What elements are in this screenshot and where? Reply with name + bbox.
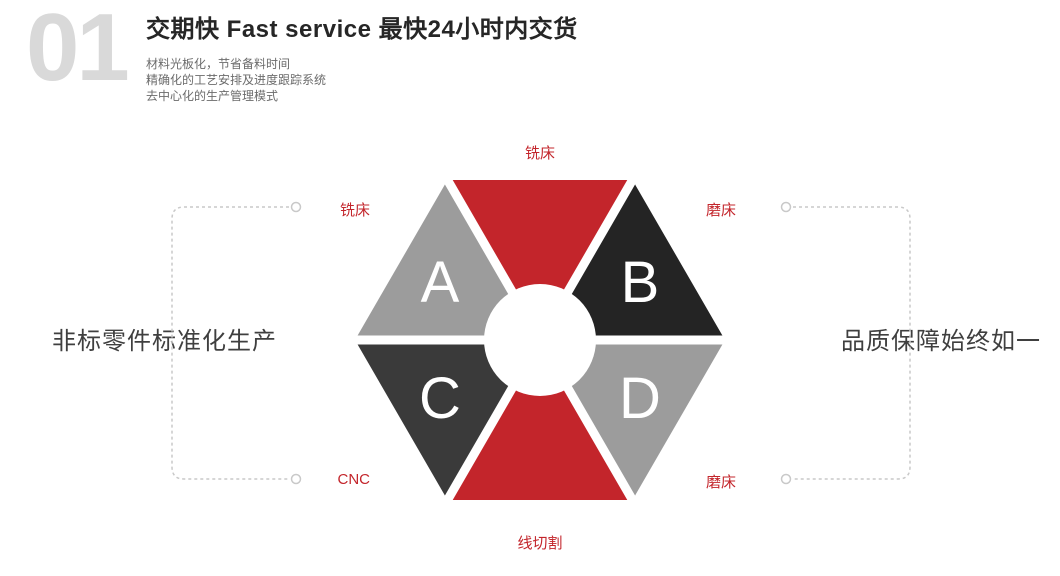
subtitle-block: 材料光板化，节省备料时间 精确化的工艺安排及进度跟踪系统 去中心化的生产管理模式	[146, 56, 578, 104]
right-bottom-connector-dot	[780, 473, 792, 485]
segment-top	[447, 180, 633, 340]
label-upper-left: 铣床	[339, 202, 370, 219]
label-bottom: 线切割	[517, 535, 563, 552]
label-upper-right: 磨床	[706, 202, 737, 219]
segment-lower-left	[355, 340, 540, 500]
segment-bottom	[447, 340, 633, 500]
center-circle	[484, 284, 596, 396]
letter-a: A	[421, 250, 460, 315]
left-bottom-connector-dot	[290, 473, 302, 485]
subtitle-line-2: 精确化的工艺安排及进度跟踪系统	[146, 73, 327, 87]
letter-d: D	[619, 366, 661, 431]
right-top-connector-dot	[780, 201, 792, 213]
subtitle-line-1: 材料光板化，节省备料时间	[146, 57, 291, 71]
letter-c: C	[419, 366, 461, 431]
subtitle-line-3: 去中心化的生产管理模式	[146, 89, 279, 103]
section-number: 01	[26, 0, 130, 101]
left-top-connector-dot	[290, 201, 302, 213]
right-connector-line	[793, 206, 911, 480]
label-lower-left: CNC	[337, 471, 371, 488]
left-caption: 非标零件标准化生产	[52, 328, 277, 355]
segment-upper-right	[540, 180, 725, 340]
header: 交期快 Fast service 最快24小时内交货 材料光板化，节省备料时间 …	[146, 16, 578, 104]
letter-b: B	[621, 250, 660, 315]
right-caption: 品质保障始终如一	[841, 328, 1041, 355]
label-lower-right: 磨床	[706, 474, 737, 491]
segment-upper-left	[355, 180, 540, 340]
left-connector-line	[171, 206, 289, 480]
segment-lower-right	[540, 340, 725, 500]
slide-title: 交期快 Fast service 最快24小时内交货	[146, 16, 578, 43]
label-top: 铣床	[524, 145, 555, 162]
